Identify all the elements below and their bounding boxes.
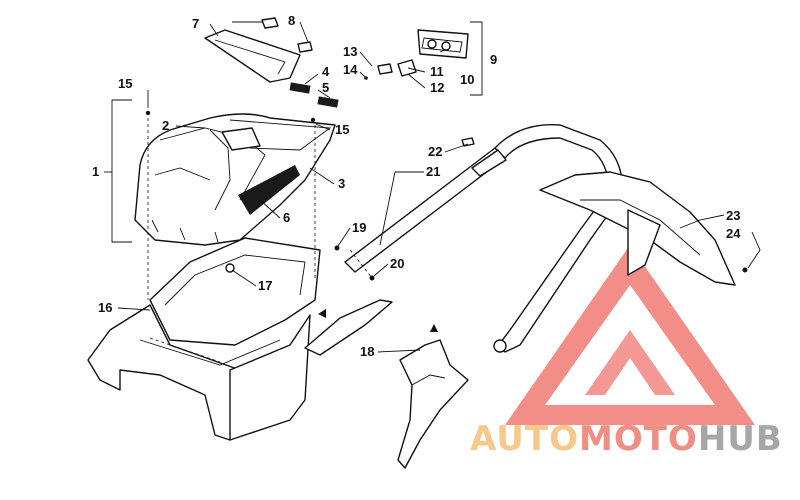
callout-12: 12 [430, 80, 444, 95]
watermark-hub: HUB [698, 419, 783, 459]
callout-labels: 1 2 3 4 5 6 7 8 9 10 11 12 13 14 15 15 1… [92, 13, 741, 359]
bracket-1 [111, 99, 132, 243]
callout-5: 5 [322, 80, 329, 95]
pad-4 [289, 82, 311, 94]
storage-tub [87, 237, 321, 441]
callout-4: 4 [322, 64, 330, 79]
callout-18: 18 [360, 344, 374, 359]
callout-23: 23 [726, 208, 740, 223]
pad-5 [317, 96, 339, 108]
watermark-moto: MOTO [579, 419, 698, 459]
watermark-auto: AUTO [470, 419, 579, 459]
callout-21: 21 [426, 164, 440, 179]
callout-20: 20 [390, 256, 404, 271]
callout-19: 19 [352, 220, 366, 235]
seat-cowl [134, 113, 336, 246]
callout-16: 16 [98, 300, 112, 315]
bracket-9 [470, 21, 483, 96]
fastener-24 [742, 267, 748, 273]
arrow-icon [430, 324, 438, 332]
fastener-15 [145, 110, 151, 116]
callout-15b: 15 [335, 122, 349, 137]
callout-13: 13 [343, 44, 357, 59]
callout-8: 8 [288, 13, 295, 28]
fastener-19 [334, 245, 340, 251]
taillight-assembly [364, 29, 469, 80]
callout-14: 14 [343, 62, 358, 77]
callout-1: 1 [92, 164, 99, 179]
fastener-15b [310, 117, 316, 123]
callout-11: 11 [430, 64, 444, 79]
callout-2: 2 [162, 118, 169, 133]
fastener-20 [369, 275, 375, 281]
arrow-icon [318, 309, 326, 318]
rear-flap [539, 171, 736, 286]
callout-24: 24 [726, 226, 741, 241]
backrest-pad [204, 17, 313, 83]
callout-7: 7 [192, 16, 199, 31]
watermark-text: AUTOMOTOHUB [470, 419, 783, 459]
callout-6: 6 [283, 210, 290, 225]
callout-9: 9 [490, 52, 497, 67]
watermark-logo-icon [505, 245, 755, 425]
callout-3: 3 [338, 176, 345, 191]
callout-10: 10 [460, 72, 474, 87]
leader-lines [104, 21, 761, 353]
callout-22: 22 [428, 144, 442, 159]
callout-15a: 15 [118, 76, 132, 91]
fender-18 [304, 299, 469, 469]
bolt-22 [461, 137, 475, 147]
grab-bar [344, 123, 624, 353]
callout-17: 17 [258, 278, 272, 293]
